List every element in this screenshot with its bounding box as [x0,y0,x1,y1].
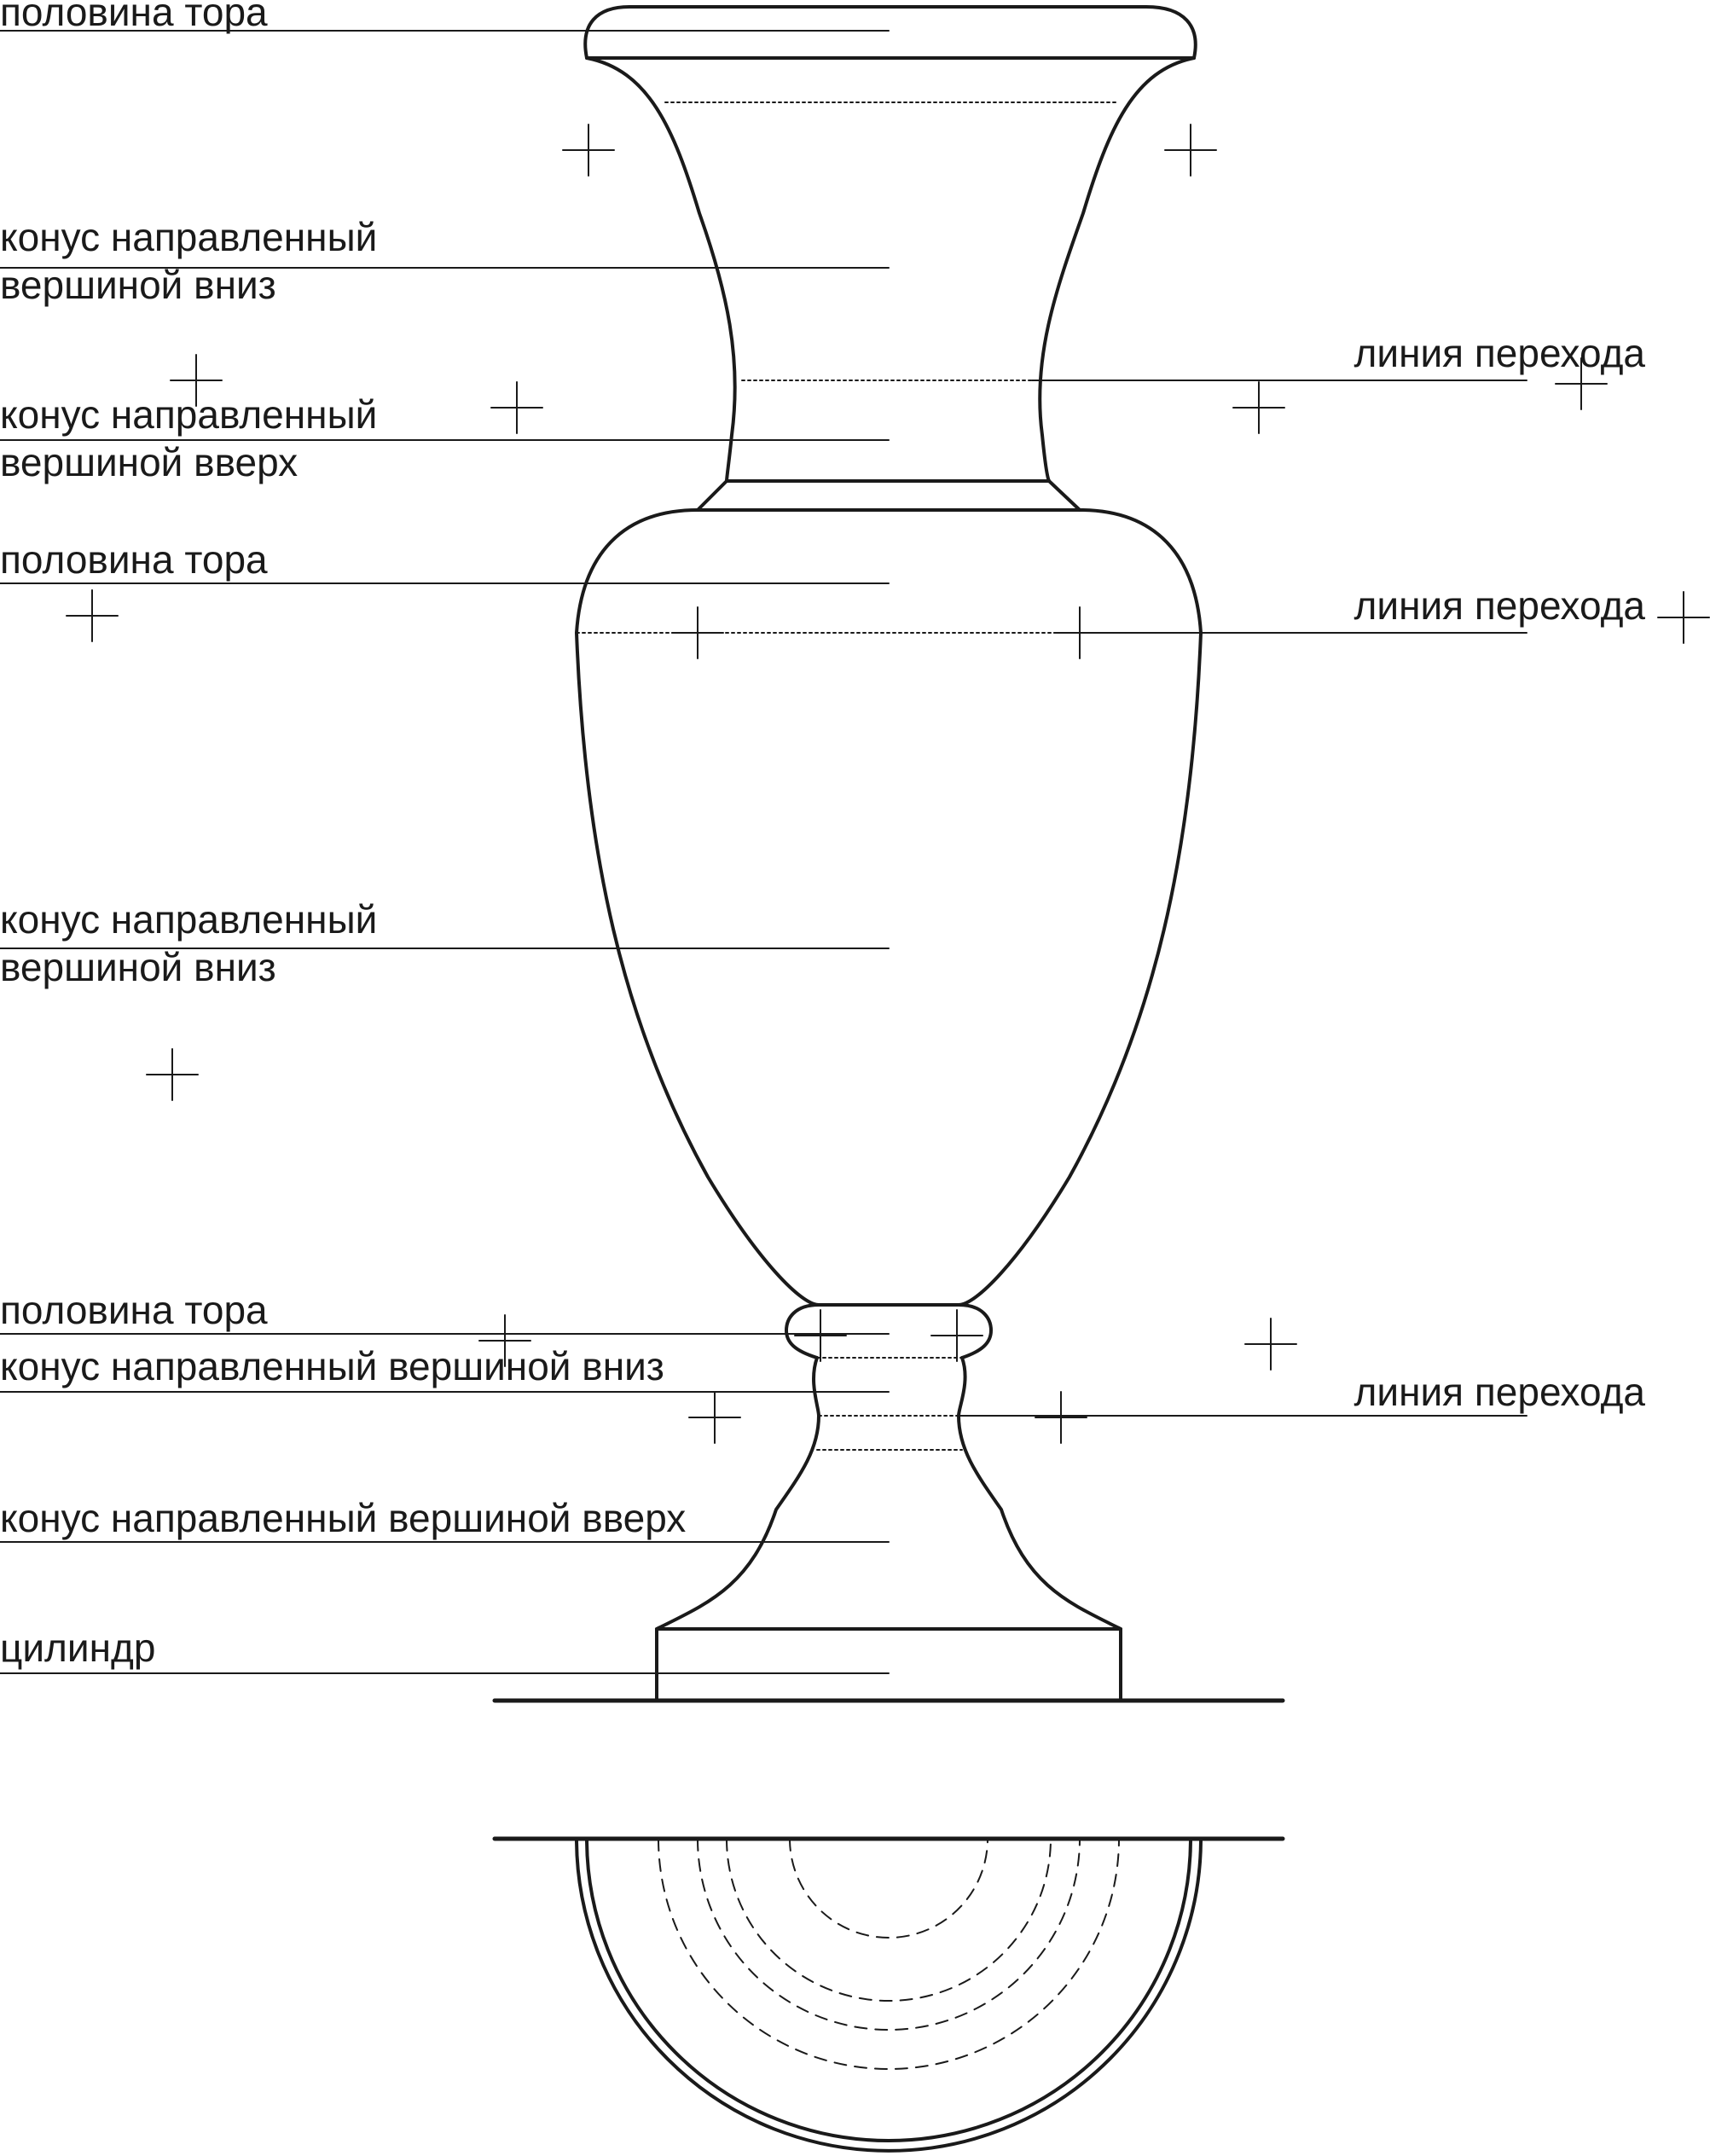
cross-mark [1164,124,1217,177]
cross-mark [794,1309,847,1362]
cross-mark [170,354,223,407]
label-line: вершиной вниз [0,945,276,989]
label-neck-cone-up: конус направленный вершиной вверх [0,391,377,486]
cross-mark [688,1391,741,1444]
label-base-cylinder: цилиндр [0,1624,155,1672]
label-shoulder-torus: половина тора [0,536,268,583]
label-line: половина тора [0,537,268,582]
plan-outer-semicircle [575,1837,1203,2153]
neck-band-right [1047,479,1081,512]
foot-right-torus [957,1303,993,1359]
vase-outline [575,5,1203,1702]
foot-right-profile [957,1356,1122,1631]
plan-dashed-arc [658,1838,1120,2070]
construction-crosses [66,124,1710,1444]
label-line: конус направленный [0,392,378,437]
cross-mark [1232,381,1285,434]
foot-left-profile [655,1356,820,1631]
label-neck-transition: линия перехода [1354,329,1645,377]
plan-inner-semicircle [585,1837,1192,2142]
rim-torus [583,5,1197,60]
label-foot-transition: линия перехода [1354,1368,1645,1416]
label-foot-cone-down: конус направленный вершиной вниз [0,1342,664,1390]
plan-dashed-arc [789,1838,988,1939]
plan-dashed-arc [697,1838,1081,2031]
shoulder-right-torus [1078,508,1203,635]
cross-mark [1244,1318,1297,1371]
label-torus-top: половина тора [0,0,268,36]
cross-mark [146,1048,199,1101]
label-line: линия перехода [1354,331,1645,375]
label-body-cone-down: конус направленный вершиной вниз [0,895,377,991]
plan-dashed-arc [726,1838,1052,2002]
label-line: линия перехода [1354,1370,1645,1414]
ground-lines [492,1698,1285,1841]
label-shoulder-transition: линия перехода [1354,582,1645,629]
neck-left-profile [585,56,737,483]
cross-mark [930,1309,983,1362]
cross-mark [671,606,724,659]
plan-view [575,1837,1203,2153]
base-cylinder [655,1627,1122,1702]
transition-lines [576,101,1202,1451]
label-line: конус направленный [0,215,378,259]
label-line: вершиной вниз [0,263,276,307]
neck-band-left [696,479,728,512]
label-foot-torus: половина тора [0,1286,268,1334]
cross-mark [1035,1391,1087,1444]
cross-mark [1053,606,1106,659]
cross-mark [1657,591,1710,644]
label-line: конус направленный вершиной вверх [0,1496,687,1540]
cross-mark [66,589,119,642]
label-line: конус направленный [0,897,378,942]
label-line: линия перехода [1354,583,1645,628]
cross-mark [1555,357,1608,410]
cross-mark [562,124,615,177]
label-line: половина тора [0,0,268,34]
label-line: половина тора [0,1288,268,1332]
body-left-profile [575,631,820,1307]
label-foot-cone-up: конус направленный вершиной вверх [0,1494,686,1542]
label-line: вершиной вверх [0,440,299,484]
shoulder-left-torus [575,508,699,635]
label-line: цилиндр [0,1626,156,1670]
label-neck-cone-down: конус направленный вершиной вниз [0,213,377,309]
body-right-profile [957,631,1203,1307]
cross-mark [478,1314,531,1367]
label-line: конус направленный вершиной вниз [0,1344,664,1388]
neck-right-profile [1038,56,1196,483]
foot-left-torus [785,1303,820,1359]
plan-dashed-circles [658,1838,1120,2070]
cross-mark [490,381,543,434]
